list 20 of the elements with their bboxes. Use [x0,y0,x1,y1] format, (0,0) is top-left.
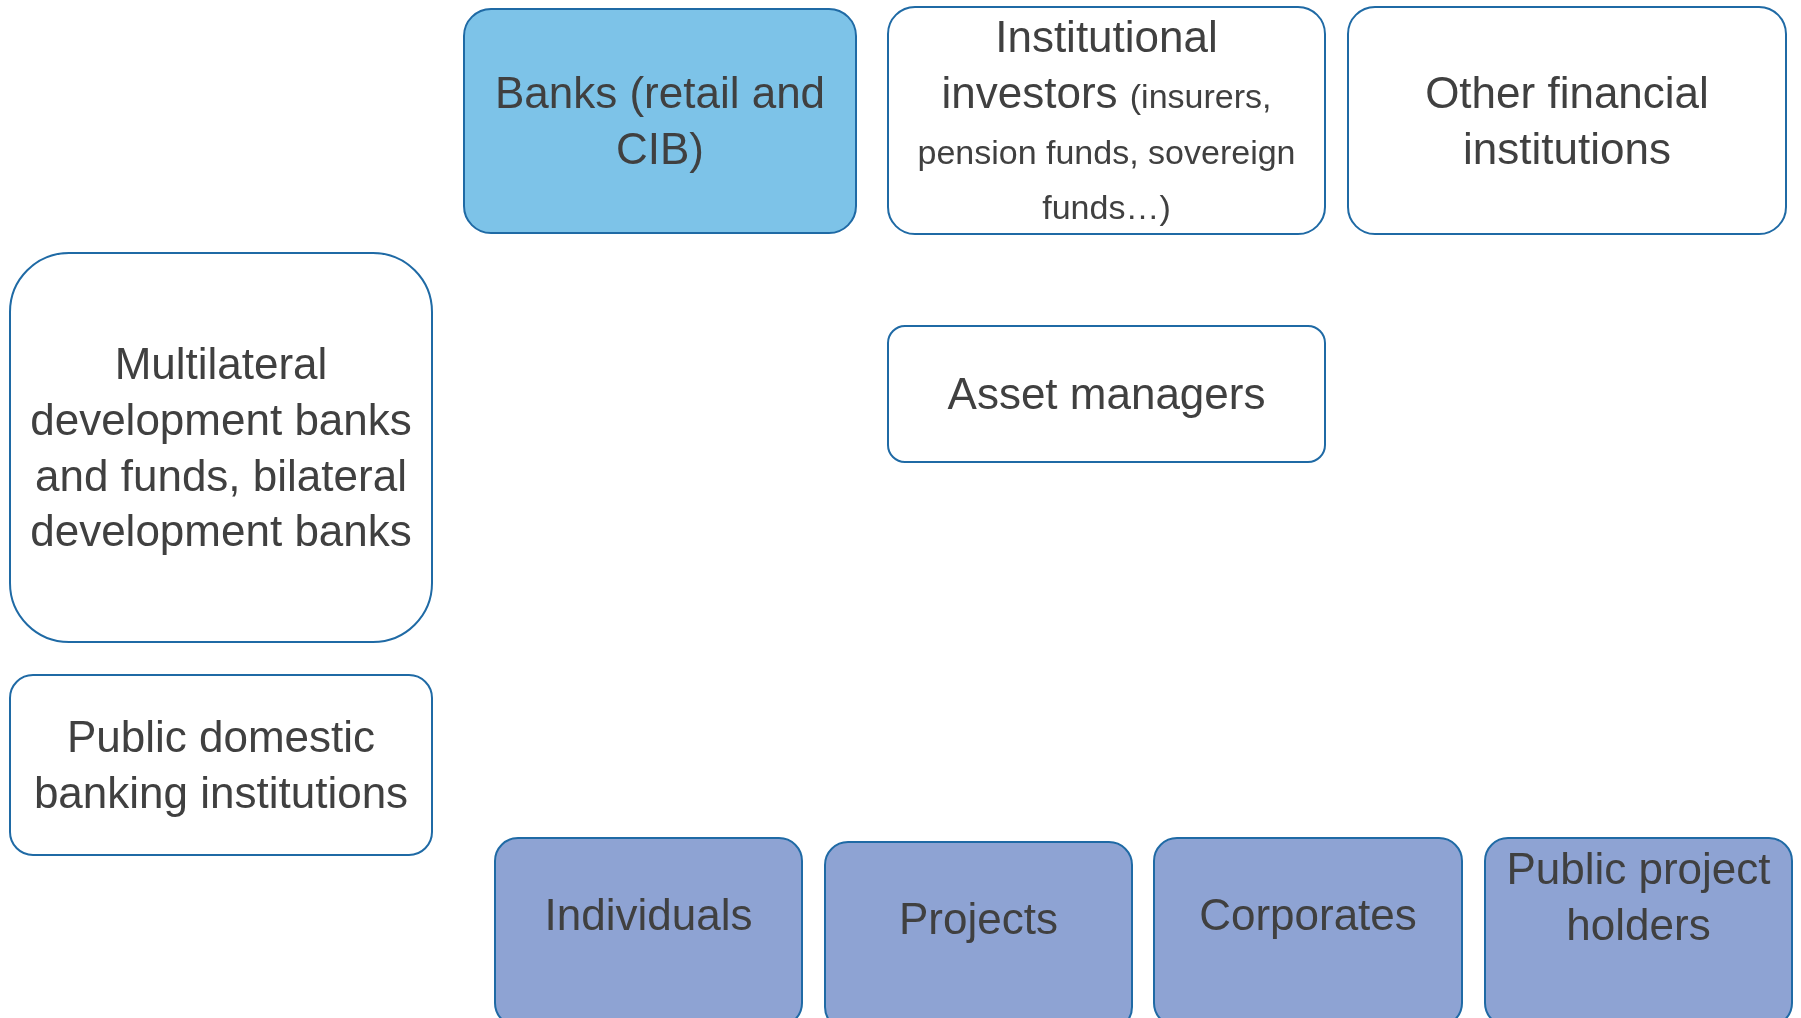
box-label: Individuals [544,889,753,941]
rounded-box [1153,837,1463,1018]
box-label: Public domestic banking institutions [32,711,410,819]
rounded-box [824,841,1133,1018]
box-label: Banks (retail and CIB) [493,67,827,175]
rounded-box [9,252,433,643]
rounded-box [463,8,857,234]
box-label: Projects [899,893,1058,945]
box-label: Asset managers [947,368,1266,421]
box-label: Other financial institutions [1424,66,1710,175]
rounded-box [887,325,1326,463]
rounded-box [887,6,1326,235]
box-label: Corporates [1199,889,1417,941]
box-label: Public project holders [1505,843,1772,951]
rounded-box [1484,837,1793,1018]
rounded-box [9,674,433,856]
rounded-box [1347,6,1787,235]
box-label: Multilateral development banks and funds, bilateral development banks [29,337,413,558]
rounded-box [494,837,803,1018]
box-label: Institutional investors (insurers, pension funds, sovereign funds…) [916,10,1297,229]
